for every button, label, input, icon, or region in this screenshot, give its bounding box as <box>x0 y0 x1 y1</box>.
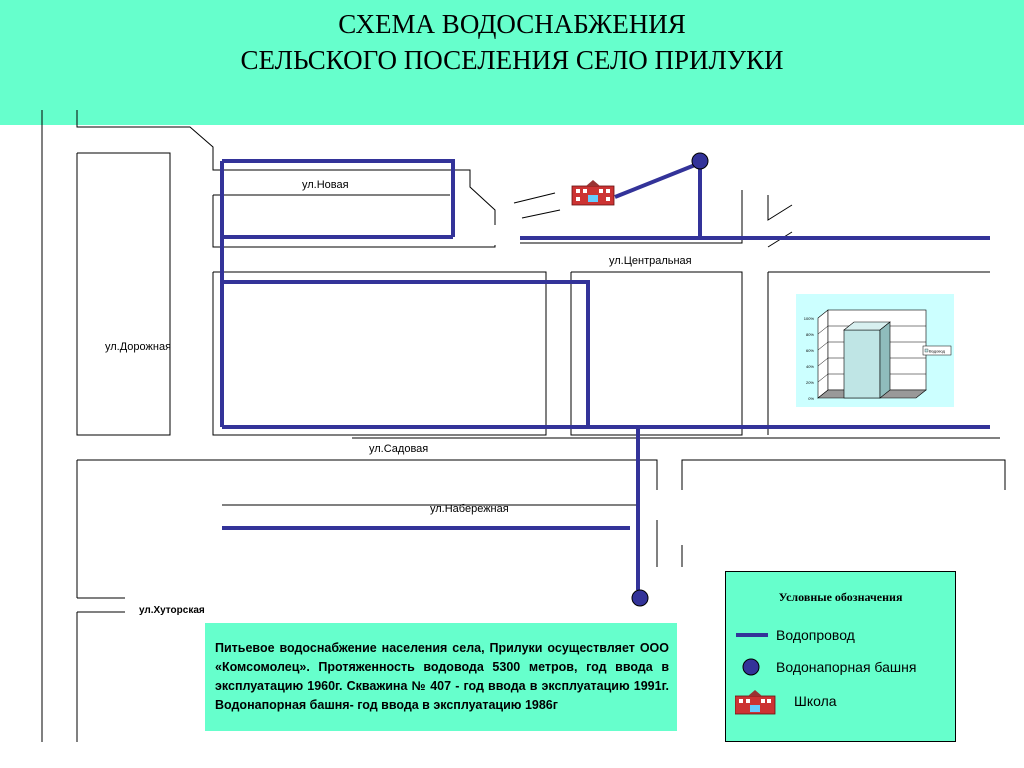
pipeline-segment <box>614 163 702 238</box>
chart-side-wall <box>817 309 829 399</box>
legend-item-school: Школа <box>726 690 955 715</box>
legend-item-label: Водонапорная башня <box>776 659 917 675</box>
legend-item-pipeline: Водопровод <box>726 624 955 648</box>
map-title-line2: СЕЛЬСКОГО ПОСЕЛЕНИЯ СЕЛО ПРИЛУКИ <box>240 45 784 75</box>
water-tower-icon <box>631 589 649 607</box>
water-tower-icon <box>742 658 760 676</box>
map-title-line1: СХЕМА ВОДОСНАБЖЕНИЯ <box>338 9 686 39</box>
pipeline-line-icon <box>736 633 768 637</box>
chart-tick-label: 80% <box>806 332 814 337</box>
chart-gridline <box>817 373 829 383</box>
water-tower-icon <box>691 152 709 170</box>
chart-tick-label: 60% <box>806 348 814 353</box>
chart-tick-label: 20% <box>806 380 814 385</box>
legend-item-label: Водопровод <box>776 627 855 643</box>
street-label-khutorskaya: ул.Хуторская <box>139 605 205 616</box>
chart-legend-box <box>922 345 952 356</box>
street-outlines <box>41 110 1006 742</box>
chart-gridline <box>817 325 829 335</box>
legend-item-water-tower: Водонапорная башня <box>726 656 955 680</box>
chart-legend-label: Водовод <box>929 349 946 354</box>
chart-tick-label: 40% <box>806 364 814 369</box>
street-label-naberezhnaya: ул.Набережная <box>430 503 509 515</box>
pipeline-chart-plot: 100% 80% 60% 40% 20% 0% Водовод <box>804 309 952 401</box>
chart-tick-label: 0% <box>808 396 814 401</box>
pipeline-segment <box>222 280 590 427</box>
school-icon <box>735 690 776 715</box>
street-label-sadovaya: ул.Садовая <box>369 443 429 455</box>
pipeline-chart: 100% 80% 60% 40% 20% 0% Водовод <box>796 294 954 407</box>
legend-item-label: Школа <box>794 693 837 709</box>
chart-legend-swatch <box>924 348 929 353</box>
chart-gridline <box>817 357 829 367</box>
street-label-dorozhnaya: ул.Дорожная <box>105 341 172 353</box>
info-text-box: Питьевое водоснабжение населения села, П… <box>205 623 677 731</box>
pipeline-network <box>220 159 990 590</box>
chart-bar <box>843 329 881 399</box>
street-label-centralnaya: ул.Центральная <box>609 255 692 267</box>
chart-bar-side <box>879 321 891 399</box>
street-label-novaya: ул.Новая <box>302 179 349 191</box>
legend-title: Условные обозначения <box>778 590 903 604</box>
school-icon <box>571 180 615 206</box>
chart-gridline <box>817 341 829 351</box>
map-legend: Условные обозначения Водопровод Водонапо… <box>725 571 956 742</box>
header-banner: СХЕМА ВОДОСНАБЖЕНИЯ СЕЛЬСКОГО ПОСЕЛЕНИЯ … <box>0 0 1024 125</box>
pipeline-segment <box>222 159 455 237</box>
chart-tick-label: 100% <box>804 316 815 321</box>
